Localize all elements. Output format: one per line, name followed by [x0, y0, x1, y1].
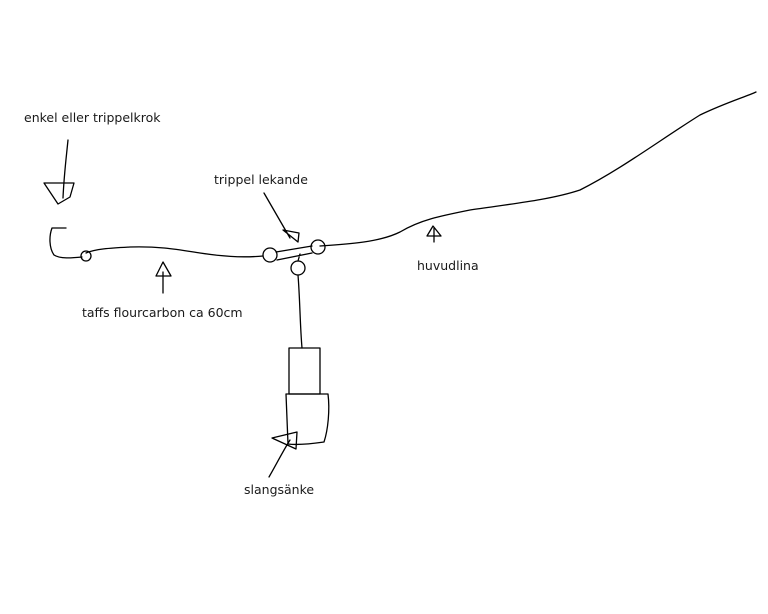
mainline-arrow	[426, 225, 442, 243]
swivel-ring-left	[262, 247, 278, 263]
leader-line	[85, 246, 264, 258]
swivel-label: trippel lekande	[214, 172, 308, 187]
hook-label: enkel eller trippelkrok	[24, 110, 161, 125]
hook-shape	[49, 227, 83, 259]
sinker-tube-top	[288, 347, 321, 395]
leader-label: taffs flourcarbon ca 60cm	[82, 305, 243, 320]
hook-arrow	[43, 139, 75, 205]
sinker-tube-bottom	[285, 393, 330, 446]
leader-knot	[80, 250, 92, 262]
swivel-body	[275, 245, 313, 262]
swivel-ring-bottom	[290, 260, 306, 276]
mainline-label: huvudlina	[417, 258, 479, 273]
sinker-arrow	[268, 431, 298, 478]
sinker-label: slangsänke	[244, 482, 315, 497]
main-line	[319, 91, 757, 247]
sinker-line	[297, 274, 303, 349]
leader-arrow	[155, 261, 172, 294]
swivel-arrow	[263, 192, 300, 243]
swivel-ring-right	[310, 239, 326, 255]
